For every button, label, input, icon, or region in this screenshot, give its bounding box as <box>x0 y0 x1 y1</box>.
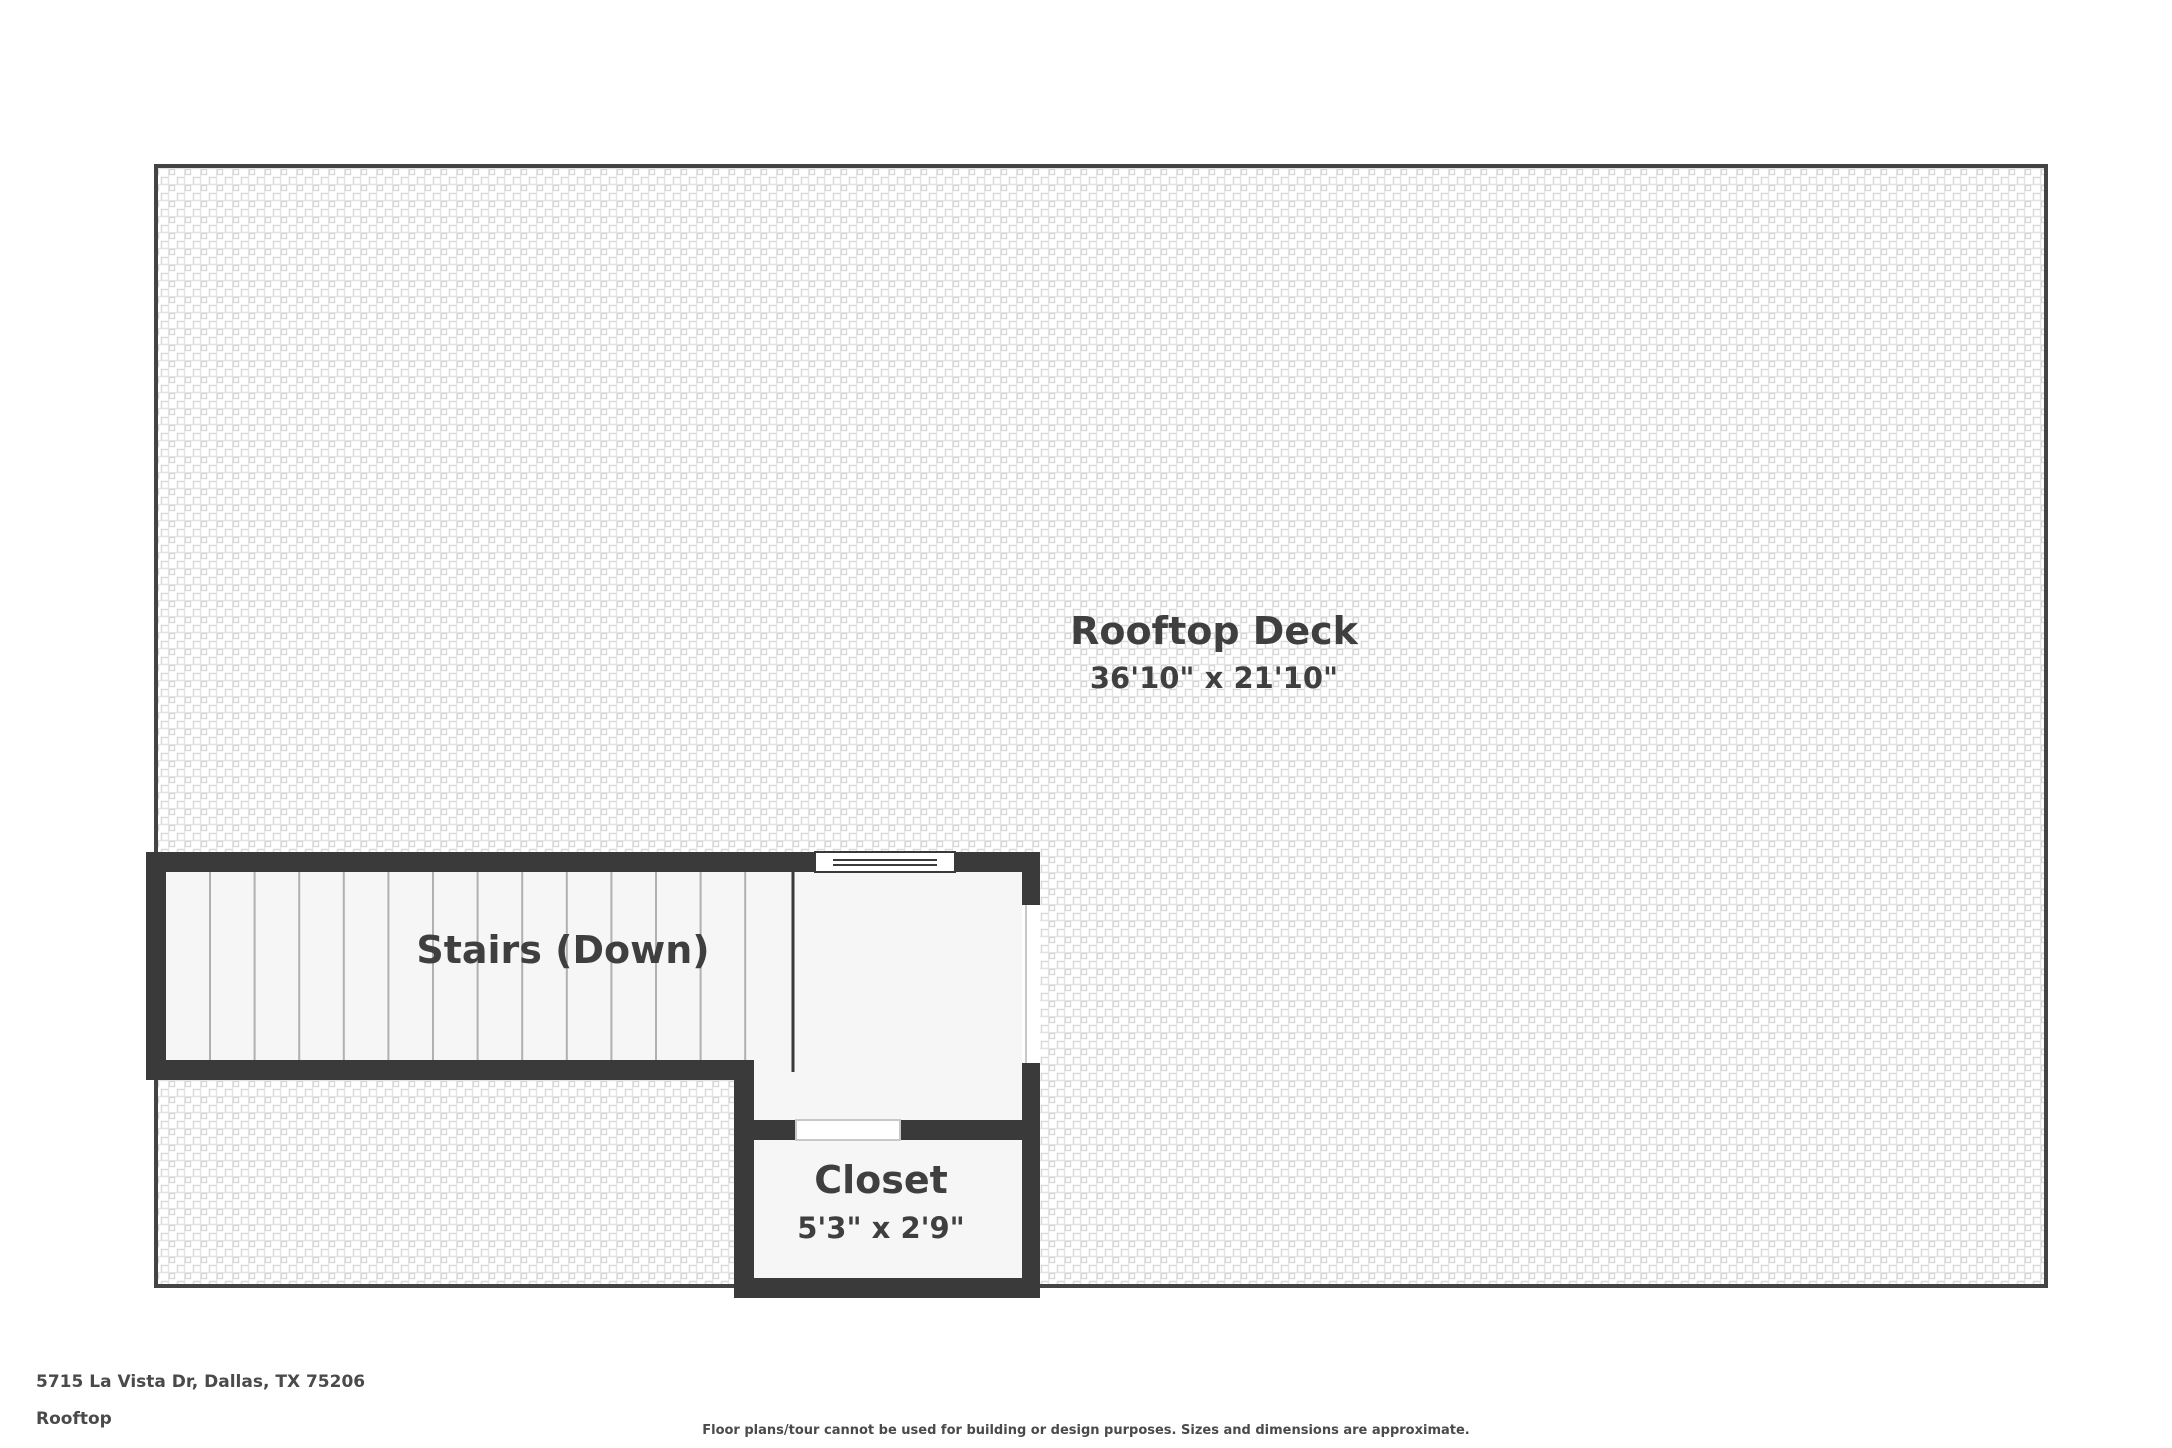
interior-block <box>146 851 1040 1298</box>
closet-room <box>754 1140 1022 1278</box>
rooftop-deck-title: Rooftop Deck <box>1070 609 1359 653</box>
floor-name: Rooftop <box>36 1409 112 1429</box>
stairs-title: Stairs (Down) <box>416 928 709 972</box>
right-doorway <box>1022 905 1040 1063</box>
stair-treads <box>209 872 747 1060</box>
closet-dimensions: 5'3" x 2'9" <box>797 1211 965 1245</box>
disclaimer: Floor plans/tour cannot be used for buil… <box>702 1423 1470 1438</box>
rooftop-deck <box>154 164 2048 1288</box>
rooftop-deck-area <box>154 164 2048 1288</box>
closet-doorway <box>795 1119 901 1141</box>
property-address: 5715 La Vista Dr, Dallas, TX 75206 <box>36 1372 366 1392</box>
top-window <box>814 851 956 873</box>
closet-title: Closet <box>814 1158 948 1202</box>
rooftop-deck-dimensions: 36'10" x 21'10" <box>1090 661 1338 695</box>
stairs-room <box>166 872 794 1060</box>
landing-room <box>754 872 1022 1120</box>
